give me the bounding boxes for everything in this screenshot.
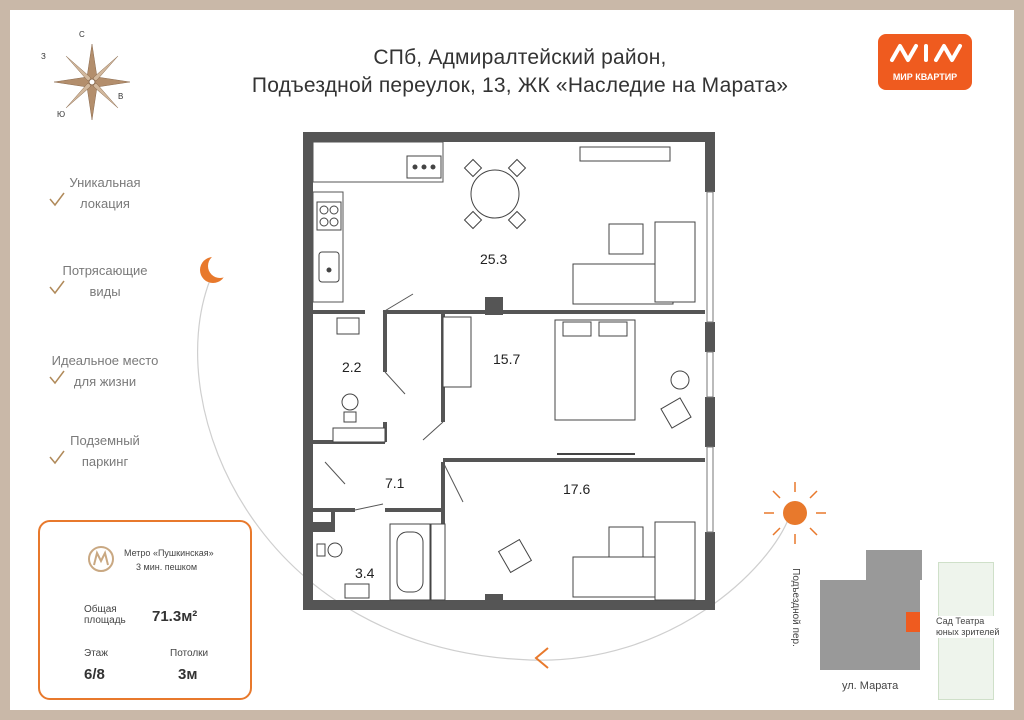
brand-logo: МИР КВАРТИР bbox=[878, 34, 972, 90]
feature-item: Потрясающие виды bbox=[62, 263, 148, 299]
logo-mark-icon bbox=[890, 44, 962, 62]
apartment-info-card: Метро «Пушкинская» 3 мин. пешком Общая п… bbox=[38, 520, 252, 700]
check-icon bbox=[49, 370, 65, 385]
coffee-table bbox=[608, 223, 644, 255]
area-value: 71.3м² bbox=[152, 608, 198, 625]
address-line-1: СПб, Адмиралтейский район, bbox=[373, 46, 667, 69]
toilet-icon bbox=[336, 317, 360, 423]
arrow-icon bbox=[534, 647, 549, 669]
logo-text: МИР КВАРТИР bbox=[892, 72, 958, 82]
bed-icon bbox=[554, 319, 636, 421]
feature-item: Подземный паркинг bbox=[70, 433, 140, 469]
metro-icon bbox=[88, 546, 114, 572]
sofa-icon bbox=[572, 521, 696, 601]
dining-table bbox=[463, 158, 527, 230]
wardrobe bbox=[442, 316, 472, 388]
floor-label: Этаж bbox=[84, 648, 108, 659]
window-icon bbox=[706, 191, 714, 533]
sun-icon bbox=[764, 482, 826, 544]
toilet-icon bbox=[316, 542, 370, 599]
building-footprint bbox=[820, 580, 920, 670]
sun-path-arc bbox=[197, 279, 791, 661]
sun-path-overlay bbox=[197, 254, 826, 669]
check-icon bbox=[49, 280, 65, 295]
street-label-bottom: ул. Марата bbox=[842, 680, 899, 692]
feature-item: Уникальная локация bbox=[69, 175, 141, 211]
street-label-side: Подъездной пер. bbox=[789, 568, 801, 647]
room-area-room3: 17.6 bbox=[563, 481, 590, 497]
ceiling-label: Потолки bbox=[170, 648, 209, 659]
wardrobe bbox=[430, 523, 446, 601]
location-map: Подъездной пер. ул. Марата Сад Театра юн… bbox=[780, 550, 1010, 700]
check-icon bbox=[49, 450, 65, 465]
garden-label: Сад Театра юных зрителей bbox=[936, 616, 1000, 638]
compass-north-label: С bbox=[79, 30, 85, 39]
address-line-2: Подъездной переулок, 13, ЖК «Наследие на… bbox=[251, 74, 789, 97]
stove-icon bbox=[406, 155, 442, 179]
tv-console bbox=[579, 146, 671, 162]
compass-east-label: В bbox=[118, 92, 124, 101]
floor-plan-sheet: С З В Ю СПб, Адмиралтейский район, Подъе… bbox=[10, 10, 1014, 710]
coffee-table bbox=[608, 526, 644, 558]
room-area-bath: 3.4 bbox=[355, 565, 375, 581]
area-label: Общая площадь bbox=[84, 604, 126, 626]
compass-rose-icon bbox=[53, 43, 131, 121]
armchair-icon bbox=[497, 538, 533, 574]
sofa-icon bbox=[572, 221, 696, 305]
metro-station: Метро «Пушкинская» bbox=[124, 548, 214, 558]
room-area-living: 25.3 bbox=[480, 251, 507, 267]
compass-west-label: З bbox=[41, 52, 46, 61]
room-area-hall: 7.1 bbox=[385, 475, 405, 491]
check-icon bbox=[49, 192, 65, 207]
compass-south-label: Ю bbox=[57, 110, 66, 119]
room-area-wc: 2.2 bbox=[342, 359, 362, 375]
armchair-icon bbox=[660, 370, 692, 429]
ceiling-value: 3м bbox=[178, 666, 198, 683]
floor-plan: 25.3 15.7 17.6 2.2 7.1 3.4 bbox=[303, 132, 715, 610]
bathtub-icon bbox=[389, 523, 431, 601]
floor-value: 6/8 bbox=[84, 666, 105, 683]
sink-icon bbox=[318, 251, 340, 283]
apartment-marker bbox=[906, 612, 920, 632]
metro-walk-time: 3 мин. пешком bbox=[136, 562, 198, 572]
room-area-bedroom: 15.7 bbox=[493, 351, 520, 367]
moon-icon bbox=[200, 254, 232, 283]
feature-item: Идеальное место для жизни bbox=[51, 353, 159, 389]
cooktop-icon bbox=[316, 201, 342, 231]
storage-shelf bbox=[332, 427, 386, 443]
